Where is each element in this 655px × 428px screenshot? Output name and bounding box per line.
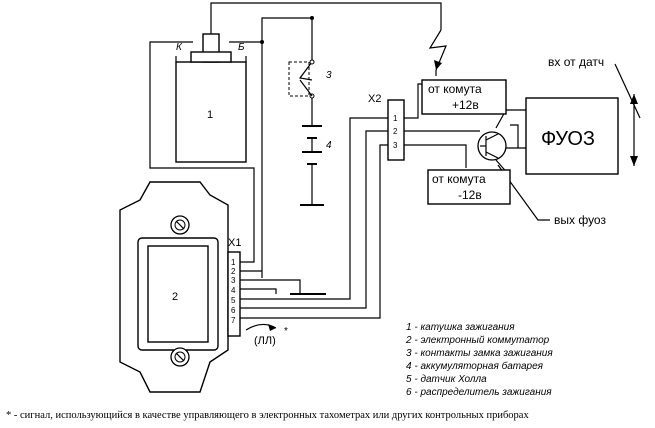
pulse-signal-label: (ЛЛ) bbox=[254, 335, 276, 347]
legend-item: 4 - аккумуляторная батарея bbox=[406, 360, 544, 372]
switch-number: 3 bbox=[326, 70, 332, 81]
annotation-minus: от комута -12в bbox=[427, 169, 511, 205]
x1-pin: 4 bbox=[231, 286, 236, 295]
coil-terminal-b: Б bbox=[238, 42, 245, 53]
coil-number: 1 bbox=[207, 109, 213, 121]
legend-item: 3 - контакты замка зажигания bbox=[406, 348, 553, 359]
plus-12v-label: +12в bbox=[452, 98, 479, 112]
from-commutator-plus-label: от комута bbox=[428, 82, 482, 96]
pulse-asterisk: * bbox=[284, 326, 288, 337]
commutator-number: 2 bbox=[172, 291, 178, 303]
x2-pin: 2 bbox=[393, 127, 398, 136]
fuoz-block: ФУОЗ bbox=[525, 97, 619, 175]
x1-pin: 7 bbox=[231, 316, 236, 325]
ignition-switch: 3 bbox=[288, 59, 332, 99]
ignition-coil: 1 К Б bbox=[175, 33, 247, 163]
legend: 1 - катушка зажигания 2 - электронный ко… bbox=[405, 322, 553, 398]
fuoz-label: ФУОЗ bbox=[541, 128, 595, 150]
x1-label: Х1 bbox=[228, 237, 241, 249]
transistor-symbol bbox=[477, 131, 507, 161]
from-commutator-minus-label: от комута bbox=[432, 172, 486, 186]
coil-terminal-k: К bbox=[176, 42, 183, 53]
minus-12v-label: -12в bbox=[458, 188, 482, 202]
x2-pin: 1 bbox=[393, 114, 398, 123]
x1-pin: 6 bbox=[231, 306, 236, 315]
connector-x2: Х2 1 2 3 bbox=[368, 93, 405, 161]
x1-pin: 3 bbox=[231, 276, 236, 285]
footnote: * - сигнал, использующийся в качестве уп… bbox=[6, 410, 529, 421]
battery: 4 bbox=[302, 125, 332, 165]
pulse-signal: (ЛЛ) * bbox=[245, 323, 288, 347]
fuoz-output-label: вых фуоз bbox=[554, 213, 606, 227]
legend-item: 1 - катушка зажигания bbox=[406, 322, 515, 333]
sensor-input-label: вх от датч bbox=[548, 55, 604, 69]
legend-item: 6 - распределитель зажигания bbox=[406, 387, 552, 398]
battery-number: 4 bbox=[326, 140, 332, 151]
legend-item: 5 - датчик Холла bbox=[406, 374, 487, 385]
x1-pin: 2 bbox=[231, 267, 236, 276]
legend-item: 2 - электронный коммутатор bbox=[405, 335, 550, 346]
connector-x1: Х1 1 2 3 4 5 6 7 bbox=[227, 237, 241, 337]
electronic-commutator: 2 bbox=[119, 181, 229, 393]
x2-pin: 3 bbox=[393, 141, 398, 150]
x1-pin: 5 bbox=[231, 296, 236, 305]
x1-pin: 1 bbox=[231, 258, 236, 267]
x2-label: Х2 bbox=[368, 93, 381, 105]
annotation-plus: от комута +12в bbox=[421, 79, 507, 115]
